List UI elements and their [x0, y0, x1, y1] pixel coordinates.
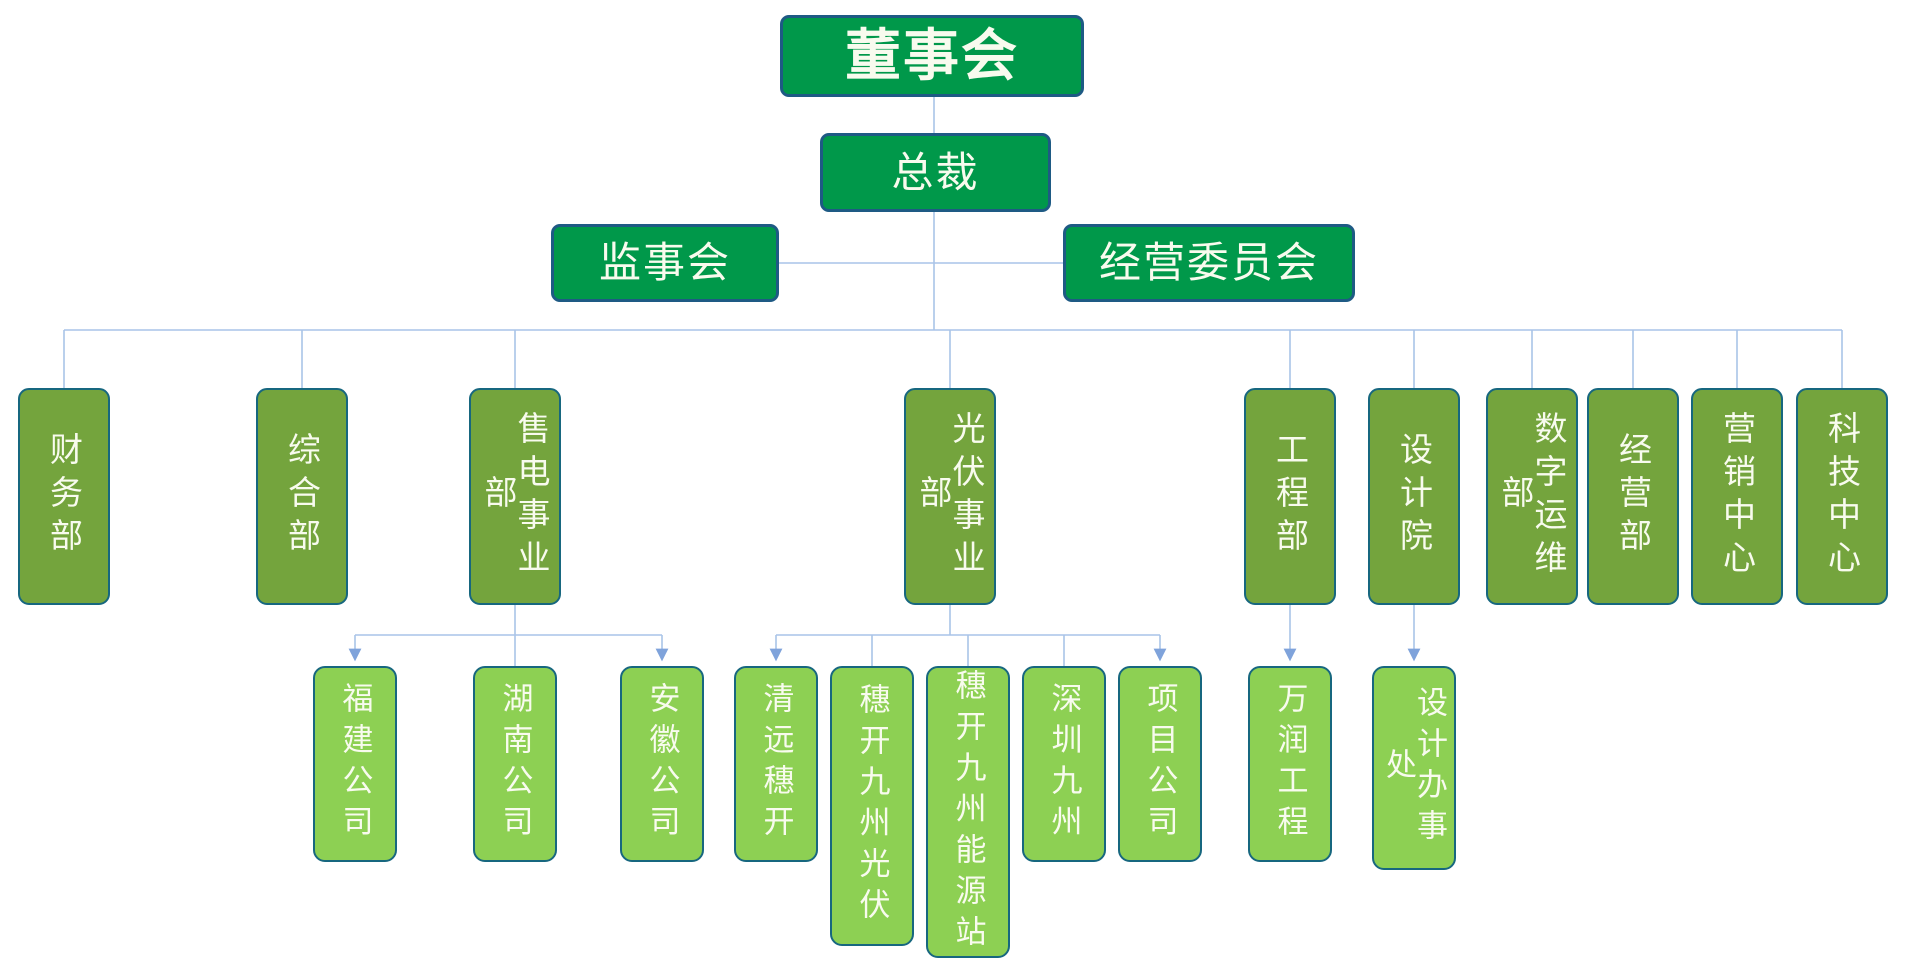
node-label: 科技中心 [1823, 410, 1861, 583]
org-node-pv[interactable]: 光伏事业部 [904, 388, 996, 605]
node-label: 财务部 [45, 432, 83, 561]
org-node-finance[interactable]: 财务部 [18, 388, 110, 605]
org-node-hunan[interactable]: 湖南公司 [473, 666, 557, 862]
node-label: 设计办事处 [1381, 686, 1447, 850]
org-node-project[interactable]: 项目公司 [1118, 666, 1202, 862]
org-node-design-office[interactable]: 设计办事处 [1372, 666, 1456, 870]
node-label: 安徽公司 [644, 682, 680, 846]
org-node-wanrun[interactable]: 万润工程 [1248, 666, 1332, 862]
node-label: 经营部 [1614, 432, 1652, 561]
node-label: 数字运维部 [1497, 410, 1567, 583]
node-label: 总裁 [891, 148, 980, 196]
node-label: 监事会 [598, 239, 731, 286]
org-node-supervisory[interactable]: 监事会 [551, 224, 779, 302]
node-label: 综合部 [283, 432, 321, 561]
org-node-qingyuan[interactable]: 清远穗开 [734, 666, 818, 862]
org-node-power-sales[interactable]: 售电事业部 [469, 388, 561, 605]
node-label: 经营委员会 [1098, 239, 1319, 286]
org-node-anhui[interactable]: 安徽公司 [620, 666, 704, 862]
org-node-shenzhen[interactable]: 深圳九州 [1022, 666, 1106, 862]
org-node-board[interactable]: 董事会 [780, 15, 1084, 97]
org-node-committee[interactable]: 经营委员会 [1063, 224, 1355, 302]
node-label: 设计院 [1395, 432, 1433, 561]
node-label: 深圳九州 [1046, 682, 1082, 846]
node-label: 清远穗开 [758, 682, 794, 846]
org-node-engineering[interactable]: 工程部 [1244, 388, 1336, 605]
node-label: 项目公司 [1142, 682, 1178, 846]
node-label: 营销中心 [1718, 410, 1756, 583]
node-label: 湖南公司 [497, 682, 533, 846]
org-node-marketing[interactable]: 营销中心 [1691, 388, 1783, 605]
node-label: 万润工程 [1272, 682, 1308, 846]
node-label: 穗开九州能源站 [950, 668, 986, 956]
node-label: 福建公司 [337, 682, 373, 846]
node-label: 穗开九州光伏 [854, 683, 890, 929]
org-node-digital-om[interactable]: 数字运维部 [1486, 388, 1578, 605]
node-label: 售电事业部 [480, 410, 550, 583]
org-node-design[interactable]: 设计院 [1368, 388, 1460, 605]
org-node-suikai-pv[interactable]: 穗开九州光伏 [830, 666, 914, 946]
org-node-suikai-energy[interactable]: 穗开九州能源站 [926, 666, 1010, 958]
org-node-operations[interactable]: 经营部 [1587, 388, 1679, 605]
org-node-tech[interactable]: 科技中心 [1796, 388, 1888, 605]
org-node-general[interactable]: 综合部 [256, 388, 348, 605]
org-node-fujian[interactable]: 福建公司 [313, 666, 397, 862]
node-label: 光伏事业部 [915, 410, 985, 583]
node-label: 工程部 [1271, 432, 1309, 561]
org-node-president[interactable]: 总裁 [820, 133, 1051, 212]
node-label: 董事会 [845, 24, 1019, 87]
